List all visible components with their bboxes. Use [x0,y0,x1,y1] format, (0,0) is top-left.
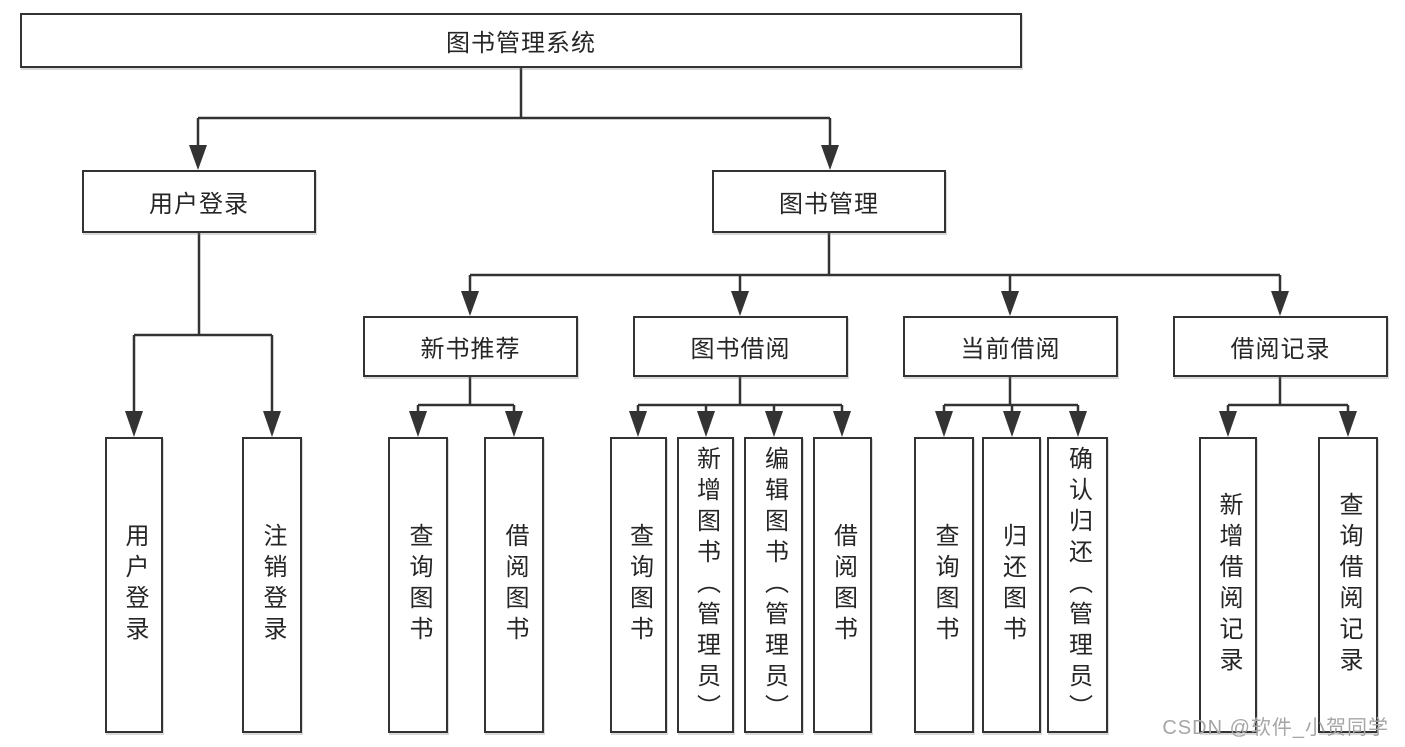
node-label: 用户登录 [149,191,249,218]
leaf-borrow-books: 借阅图书 [813,437,872,733]
leaf-borrow-books-recommend: 借阅图书 [484,437,544,733]
node-book-borrow: 图书借阅 [633,316,848,377]
csdn-watermark: CSDN @软件_小贺同学 [1162,717,1389,739]
node-root: 图书管理系统 [20,13,1022,68]
node-label: 新书推荐 [420,336,521,363]
leaf-return-books: 归还图书 [982,437,1041,733]
node-user-login-branch: 用户登录 [82,170,316,233]
leaf-query-books-current: 查询图书 [914,437,974,733]
leaf-edit-books-admin: 编辑图书（管理员） [744,437,803,733]
leaf-query-borrow-record: 查询借阅记录 [1318,437,1378,733]
leaf-label: 查询图书 [405,523,432,647]
leaf-label: 查询图书 [625,523,653,647]
leaf-label: 借阅图书 [501,523,528,647]
leaf-label: 新增借阅记录 [1215,492,1242,678]
leaf-add-books-admin: 新增图书（管理员） [677,437,734,733]
leaf-user-login: 用户登录 [105,437,163,733]
leaf-confirm-return-admin: 确认归还（管理员） [1047,437,1108,733]
arrowheads [125,145,1357,437]
leaf-query-books-borrow: 查询图书 [610,437,667,733]
node-book-mgmt-branch: 图书管理 [712,170,946,233]
leaf-add-borrow-record: 新增借阅记录 [1199,437,1257,733]
node-label: 图书借阅 [690,336,791,363]
node-label: 借阅记录 [1230,336,1331,363]
node-borrow-records: 借阅记录 [1173,316,1388,377]
leaf-label: 确认归还（管理员） [1064,445,1092,725]
node-new-book-recommend: 新书推荐 [363,316,578,377]
leaf-label: 注销登录 [259,523,286,647]
leaf-label: 归还图书 [998,523,1026,647]
leaf-label: 编辑图书（管理员） [760,445,788,725]
leaf-label: 借阅图书 [829,523,857,647]
leaf-label: 查询借阅记录 [1335,492,1362,678]
node-root-label: 图书管理系统 [446,30,596,57]
leaf-label: 查询图书 [931,523,958,647]
node-label: 当前借阅 [960,336,1061,363]
leaf-label: 用户登录 [121,523,148,647]
leaf-query-books-recommend: 查询图书 [388,437,448,733]
node-label: 图书管理 [779,191,879,218]
leaf-logout: 注销登录 [242,437,302,733]
leaf-label: 新增图书（管理员） [692,445,720,725]
connector-paths [132,68,1350,413]
node-current-borrow: 当前借阅 [903,316,1118,377]
